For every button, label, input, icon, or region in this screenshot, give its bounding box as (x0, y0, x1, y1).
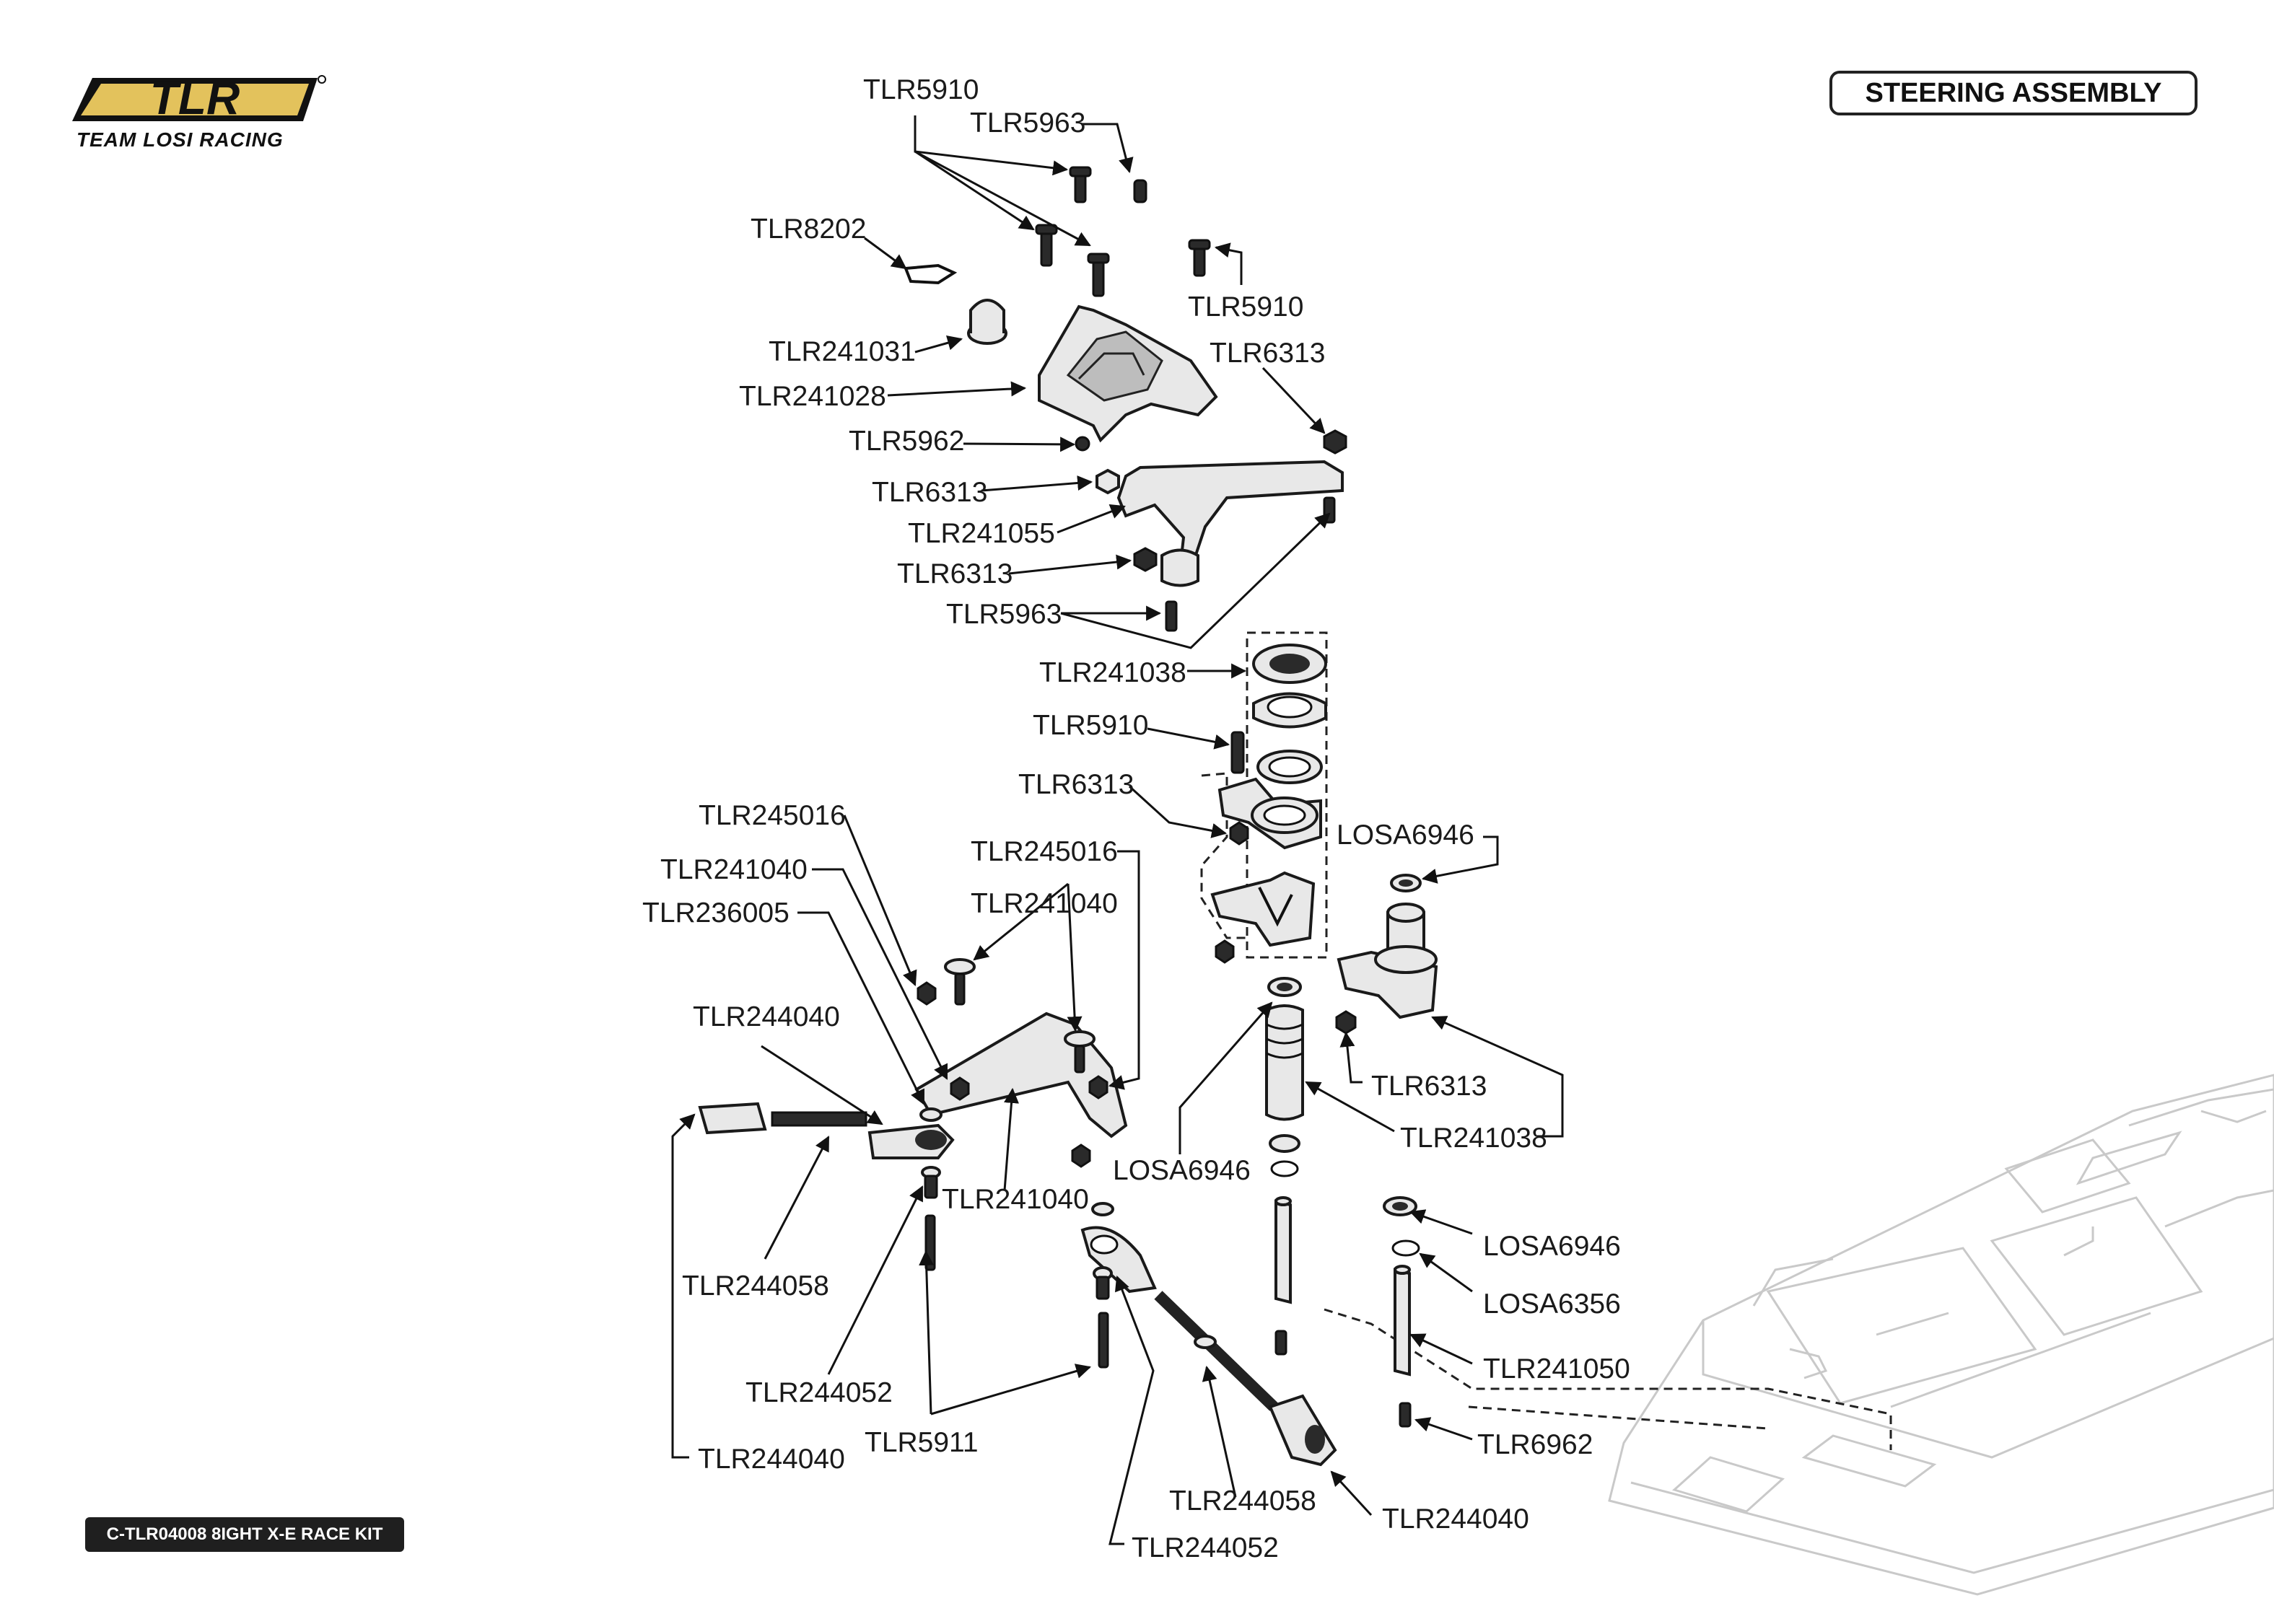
screw-tlr5963-c (1165, 600, 1178, 632)
callout-label: TLR245016 (971, 836, 1118, 867)
rod-end-tlr244040-d (1268, 1394, 1337, 1467)
washer-center (1269, 1134, 1300, 1153)
screw-tlr5910-d (1193, 245, 1206, 277)
callout-label: TLR241038 (1039, 657, 1186, 688)
callout-label: TLR5963 (946, 599, 1062, 630)
screw-tlr5963-b (1323, 496, 1336, 524)
nut-tlr6313-e (1215, 939, 1235, 964)
callout-label: TLR5910 (1033, 710, 1148, 741)
parts (698, 166, 1438, 1467)
nut-tlr245016-b (1088, 1075, 1108, 1100)
callout-label: TLR6962 (1477, 1429, 1593, 1460)
callout-label: TLR244052 (1132, 1532, 1279, 1563)
callout-label: TLR241040 (660, 854, 808, 885)
screw-tlr5910-c (1092, 258, 1105, 297)
callout-label: TLR6313 (1018, 769, 1134, 800)
drag-link-tlr241040 (914, 1011, 1128, 1138)
bellcrank-lower (1210, 871, 1316, 947)
callout-labels: TLR5910 TLR5963 TLR8202 TLR5910 TLR24103… (642, 74, 1630, 1563)
callout-label: TLR241028 (739, 381, 886, 412)
nut-tlr6313-d (1229, 821, 1249, 846)
rod-end-tlr244040-a (698, 1102, 767, 1135)
callout-label: TLR241040 (942, 1184, 1089, 1215)
post-tlr241050-a (1274, 1199, 1292, 1304)
callout-label: TLR6313 (872, 477, 987, 508)
callout-label: TLR6313 (1210, 338, 1325, 369)
nut-tlr6313-a (1323, 429, 1347, 455)
callout-label: TLR244040 (1382, 1504, 1529, 1535)
nut-tlr6313-c (1133, 547, 1158, 572)
callout-label: TLR244040 (698, 1444, 845, 1475)
callout-label: TLR241038 (1400, 1123, 1547, 1154)
screw-tlr6962-a (1274, 1330, 1287, 1356)
steering-arm-tlr241055 (1116, 460, 1344, 571)
body-clip-tlr8202 (904, 263, 958, 285)
screw-tlr5963 (1133, 179, 1147, 203)
dashed-groupings (1200, 631, 1892, 1450)
screw-tlr5910-e (1230, 731, 1245, 774)
callout-label: TLR236005 (642, 897, 790, 929)
screw-tlr5910-a (1074, 172, 1087, 203)
kit-label: C-TLR04008 8IGHT X-E RACE KIT (85, 1517, 404, 1552)
callout-label: LOSA6356 (1483, 1289, 1621, 1320)
callout-label: TLR244052 (745, 1377, 893, 1408)
callout-label: TLR6313 (897, 558, 1013, 589)
callout-label: TLR244040 (693, 1001, 840, 1032)
post-tlr241050-b (1394, 1268, 1411, 1377)
callout-label: TLR241055 (908, 518, 1055, 549)
chassis-outline (1608, 1074, 2274, 1596)
callout-label: TLR241050 (1483, 1353, 1630, 1384)
nut-tlr245016-a (917, 981, 937, 1006)
logo-subtitle: TEAM LOSI RACING (76, 128, 284, 151)
screw-tlr5911-b (1098, 1312, 1109, 1369)
nut-tlr236005 (919, 1107, 943, 1122)
screw-tlr5910-b (1040, 229, 1053, 267)
nut-tlr6313-b (1096, 468, 1120, 495)
ball-tlr241040-b (1064, 1030, 1096, 1048)
shim-losa6356 (1391, 1239, 1420, 1257)
post-tlr241038 (1265, 1004, 1304, 1121)
logo-wordmark: TLR (150, 72, 240, 124)
callout-label: TLR5910 (1188, 291, 1303, 322)
leader-lines (671, 115, 1564, 1545)
turnbuckle-tlr244058-a (771, 1111, 867, 1127)
callout-label: LOSA6946 (1337, 820, 1474, 851)
callout-label: LOSA6946 (1483, 1231, 1621, 1262)
nut-tlr6313-f (1335, 1010, 1357, 1035)
tlr-logo: TLR (72, 72, 326, 124)
ball-tlr241040-a (944, 958, 976, 975)
callout-label: TLR241040 (971, 888, 1118, 919)
turnbuckle-tlr244058-b (1154, 1291, 1278, 1411)
callout-label: TLR8202 (751, 214, 866, 245)
screw-tlr5962 (1075, 436, 1090, 452)
screw-tlr6962-b (1399, 1402, 1412, 1428)
callout-label: LOSA6946 (1113, 1155, 1251, 1186)
callout-label: TLR5911 (865, 1427, 979, 1458)
callout-label: TLR245016 (699, 800, 846, 831)
callout-label: TLR244058 (682, 1270, 829, 1302)
callout-label: TLR5963 (970, 107, 1085, 139)
callout-label: TLR244058 (1169, 1485, 1316, 1517)
nut-tlr241040-d (1071, 1144, 1091, 1168)
callout-label: TLR241031 (769, 336, 916, 367)
nut-tlr241040-c (950, 1076, 970, 1101)
page-title: STEERING ASSEMBLY (1829, 71, 2198, 115)
callout-label: TLR6313 (1371, 1071, 1487, 1102)
callout-label: TLR5962 (849, 426, 964, 457)
callout-label: TLR5910 (863, 74, 979, 105)
